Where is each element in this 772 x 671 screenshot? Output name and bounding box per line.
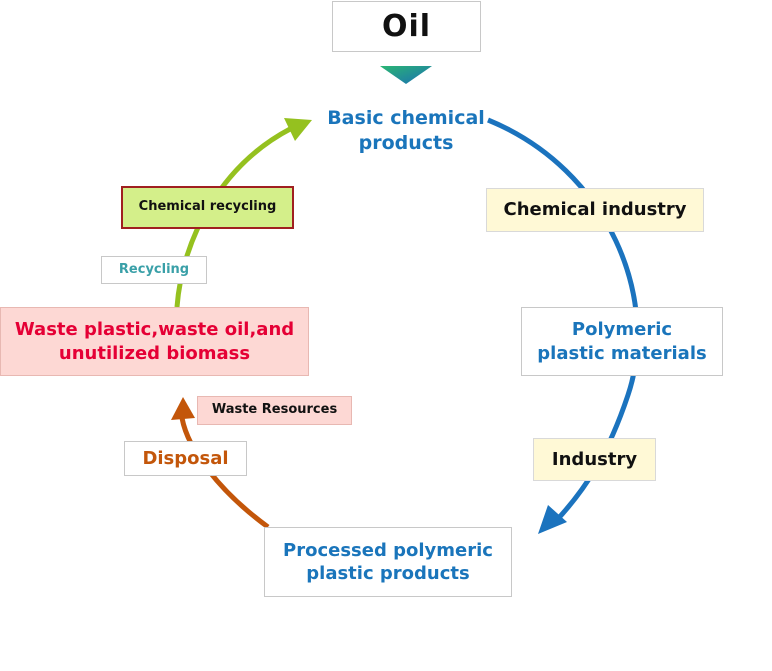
- industry-box: Industry: [533, 438, 656, 481]
- chemical-recycling-box: Chemical recycling: [121, 186, 294, 229]
- waste-materials-box: Waste plastic,waste oil,and unutilized b…: [0, 307, 309, 376]
- oil-down-arrow: [380, 66, 432, 84]
- disposal-label: Disposal: [142, 447, 229, 469]
- polymeric-line1: Polymeric: [571, 319, 673, 341]
- orange-arrowhead: [171, 397, 195, 420]
- oil-label: Oil: [381, 9, 432, 44]
- polymeric-line2: plastic materials: [537, 342, 707, 364]
- industry-label: Industry: [551, 448, 638, 470]
- waste-line1: Waste plastic,waste oil,and: [14, 319, 295, 341]
- processed-line2: plastic products: [306, 563, 470, 584]
- chemical-industry-label: Chemical industry: [503, 199, 687, 221]
- blue-arrowhead: [538, 505, 567, 534]
- processed-polymeric-products-box: Processed polymeric plastic products: [264, 527, 512, 597]
- oil-box: Oil: [332, 1, 481, 52]
- basic-chemical-line1: Basic chemical: [327, 107, 485, 130]
- chemical-industry-box: Chemical industry: [486, 188, 704, 232]
- waste-resources-label: Waste Resources: [211, 402, 338, 418]
- disposal-box: Disposal: [124, 441, 247, 476]
- recycling-box: Recycling: [101, 256, 207, 284]
- recycling-label: Recycling: [118, 261, 190, 277]
- processed-line1: Processed polymeric: [283, 539, 493, 561]
- chemical-recycling-label: Chemical recycling: [138, 199, 277, 215]
- waste-line2: unutilized biomass: [58, 342, 251, 364]
- green-arrowhead: [284, 118, 312, 141]
- basic-chemical-products-label: Basic chemical products: [318, 103, 494, 159]
- waste-resources-box: Waste Resources: [197, 396, 352, 425]
- polymeric-plastic-materials-box: Polymeric plastic materials: [521, 307, 723, 376]
- basic-chemical-line2: products: [358, 132, 454, 154]
